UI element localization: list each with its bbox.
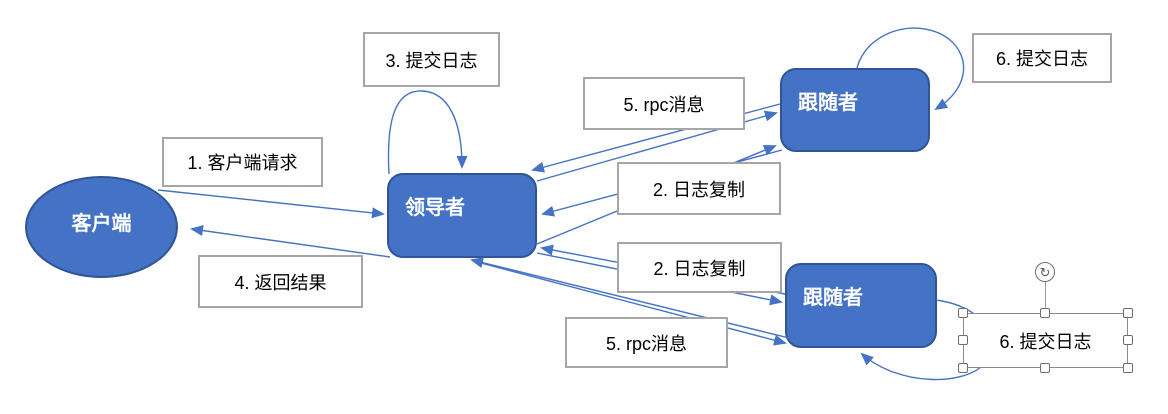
label-step2-top[interactable]: 2. 日志复制 bbox=[617, 162, 781, 215]
label-step5-bottom-text: 5. rpc消息 bbox=[605, 333, 688, 354]
label-step6-selected[interactable]: 6. 提交日志 bbox=[963, 313, 1128, 368]
selection-handle-mid-right[interactable] bbox=[1123, 335, 1133, 345]
node-follower-top-label: 跟随者 bbox=[798, 92, 858, 114]
label-step4-text: 4. 返回结果 bbox=[234, 272, 327, 293]
node-follower-bottom-label: 跟随者 bbox=[803, 287, 863, 309]
label-step2-top-text: 2. 日志复制 bbox=[652, 179, 745, 200]
label-step4[interactable]: 4. 返回结果 bbox=[198, 255, 363, 308]
label-step2-bottom-text: 2. 日志复制 bbox=[653, 258, 746, 279]
node-leader-label: 领导者 bbox=[405, 197, 465, 219]
label-step6-selected-text: 6. 提交日志 bbox=[999, 331, 1092, 352]
arrow-leader-self-loop bbox=[387, 90, 468, 175]
label-step1-text: 1. 客户端请求 bbox=[187, 153, 298, 173]
label-step1[interactable]: 1. 客户端请求 bbox=[162, 137, 323, 187]
label-step3[interactable]: 3. 提交日志 bbox=[363, 32, 500, 87]
selection-handle-bottom-right[interactable] bbox=[1123, 363, 1133, 373]
label-step6-top[interactable]: 6. 提交日志 bbox=[972, 33, 1112, 83]
selection-handle-top-left[interactable] bbox=[958, 308, 968, 318]
rotate-handle-stem bbox=[1045, 282, 1046, 313]
label-step5-bottom[interactable]: 5. rpc消息 bbox=[565, 317, 728, 368]
selection-handle-mid-left[interactable] bbox=[958, 335, 968, 345]
node-client[interactable]: 客户端 bbox=[25, 176, 178, 278]
selection-handle-top-mid[interactable] bbox=[1040, 308, 1050, 318]
label-step2-bottom[interactable]: 2. 日志复制 bbox=[617, 242, 782, 293]
rotate-handle-icon[interactable]: ↻ bbox=[1035, 262, 1055, 282]
node-follower-bottom[interactable]: 跟随者 bbox=[785, 263, 937, 348]
arrow-client-to-leader bbox=[157, 189, 385, 219]
selection-handle-bottom-mid[interactable] bbox=[1040, 363, 1050, 373]
selection-handle-bottom-left[interactable] bbox=[958, 363, 968, 373]
node-leader[interactable]: 领导者 bbox=[387, 173, 537, 258]
label-step5-top[interactable]: 5. rpc消息 bbox=[583, 77, 745, 130]
label-step6-top-text: 6. 提交日志 bbox=[995, 49, 1088, 69]
node-follower-top[interactable]: 跟随者 bbox=[780, 68, 930, 152]
label-step3-text: 3. 提交日志 bbox=[385, 50, 478, 71]
rotate-glyph: ↻ bbox=[1039, 264, 1051, 280]
node-client-label: 客户端 bbox=[71, 212, 132, 235]
selection-handle-top-right[interactable] bbox=[1123, 308, 1133, 318]
arrow-leader-to-client bbox=[190, 225, 391, 258]
label-step5-top-text: 5. rpc消息 bbox=[623, 94, 705, 115]
